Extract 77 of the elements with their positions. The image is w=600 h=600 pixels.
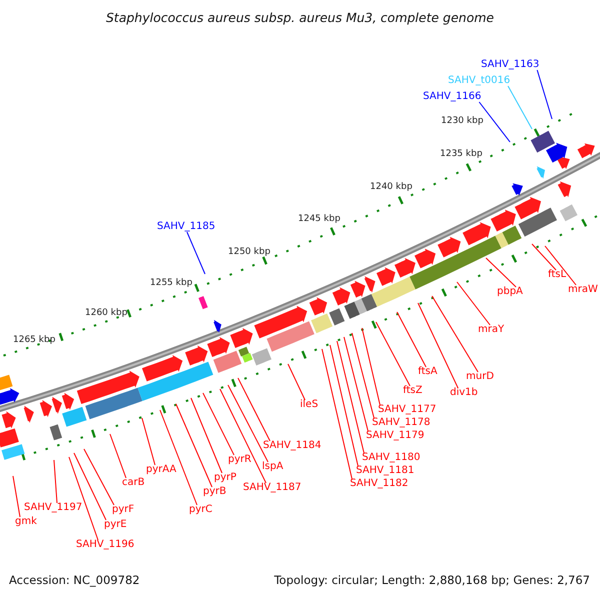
gene-label: SAHV_1181 bbox=[356, 466, 414, 476]
leader-line bbox=[432, 296, 478, 372]
gene-label: ftsL bbox=[548, 270, 566, 280]
leader-line bbox=[74, 452, 106, 520]
gene-label: murD bbox=[466, 372, 494, 382]
gene-label: SAHV_1184 bbox=[263, 441, 322, 451]
gene-label: SAHV_1197 bbox=[24, 503, 82, 513]
gene-label: pyrB bbox=[203, 487, 226, 497]
gene-label: SAHV_1187 bbox=[243, 483, 302, 493]
scale-label: 1250 kbp bbox=[228, 248, 270, 257]
leader-line bbox=[536, 70, 552, 120]
gene-label: mraW bbox=[568, 285, 598, 295]
leader-line bbox=[12, 476, 20, 518]
leader-line bbox=[142, 418, 156, 466]
gene-label: ftsZ bbox=[403, 386, 422, 396]
leader-line bbox=[456, 282, 490, 326]
gene-label: pyrC bbox=[189, 505, 212, 515]
leader-line bbox=[176, 404, 212, 488]
gene-label: SAHV_1163 bbox=[481, 60, 540, 70]
leader-line bbox=[110, 434, 126, 478]
gene-label: SAHV_1180 bbox=[362, 453, 420, 463]
scale-label: 1230 kbp bbox=[441, 117, 484, 126]
leader-line bbox=[190, 398, 222, 474]
gene-label: SAHV_1178 bbox=[372, 418, 430, 428]
gene-label: mraY bbox=[478, 325, 504, 335]
leader-line bbox=[160, 410, 198, 506]
leader-line bbox=[186, 232, 206, 274]
leader-line bbox=[336, 340, 364, 454]
leader-line bbox=[54, 460, 58, 504]
gene-label: ileS bbox=[300, 400, 318, 410]
scale-label: 1240 kbp bbox=[370, 183, 412, 192]
gene-label: SAHV_1182 bbox=[350, 479, 408, 489]
leader-line bbox=[330, 344, 358, 466]
leader-line bbox=[352, 332, 374, 418]
gene-label: pyrP bbox=[214, 473, 236, 483]
leader-line bbox=[376, 322, 410, 386]
gene-label: SAHV_1185 bbox=[157, 222, 216, 232]
leader-line bbox=[508, 86, 532, 130]
scale-label: 1260 kbp bbox=[85, 309, 128, 318]
accession-number: Accession: NC_009782 bbox=[9, 575, 140, 586]
leader-line bbox=[228, 384, 268, 462]
gene-label: SAHV_1177 bbox=[378, 405, 436, 415]
gene-label: pyrAA bbox=[146, 465, 176, 475]
leader-line bbox=[478, 102, 510, 142]
gene-label: SAHV_1196 bbox=[76, 540, 134, 550]
gene-label: div1b bbox=[450, 388, 478, 398]
gene-label: ftsA bbox=[418, 367, 438, 377]
scale-label: 1245 kbp bbox=[298, 215, 340, 224]
gene-label: pyrF bbox=[112, 505, 134, 515]
leader-line bbox=[418, 302, 458, 388]
gene-label: SAHV_1166 bbox=[423, 92, 482, 102]
gene-label: pbpA bbox=[497, 287, 523, 297]
leader-line bbox=[288, 364, 306, 400]
leader-line bbox=[84, 448, 114, 506]
gene-label: SAHV_1179 bbox=[366, 431, 424, 441]
gene-label: lspA bbox=[262, 462, 284, 472]
leader-line bbox=[344, 336, 368, 432]
gene-label: pyrE bbox=[104, 520, 127, 530]
title: Staphylococcus aureus subsp. aureus Mu3, complete genome bbox=[106, 9, 494, 27]
leader-line bbox=[322, 348, 352, 480]
leader-line bbox=[68, 456, 98, 540]
genome-stats: Topology: circular; Length: 2,880,168 bp; Genes: 2,767 bbox=[274, 575, 590, 586]
gene-label: gmk bbox=[15, 517, 37, 527]
scale-label: 1235 kbp bbox=[440, 150, 482, 159]
leader-line bbox=[238, 378, 270, 442]
leader-line bbox=[544, 246, 576, 286]
leader-line bbox=[202, 392, 234, 456]
leader-line bbox=[532, 244, 556, 270]
leader-line bbox=[486, 258, 516, 288]
leader-line bbox=[220, 388, 266, 484]
gene-label: carB bbox=[122, 478, 145, 488]
leader-line bbox=[396, 312, 426, 368]
gene-label: SAHV_t0016 bbox=[448, 76, 510, 86]
scale-label: 1265 kbp bbox=[13, 336, 56, 345]
leader-line bbox=[362, 328, 380, 406]
gene-label: pyrR bbox=[228, 455, 252, 465]
scale-label: 1255 kbp bbox=[150, 279, 192, 288]
